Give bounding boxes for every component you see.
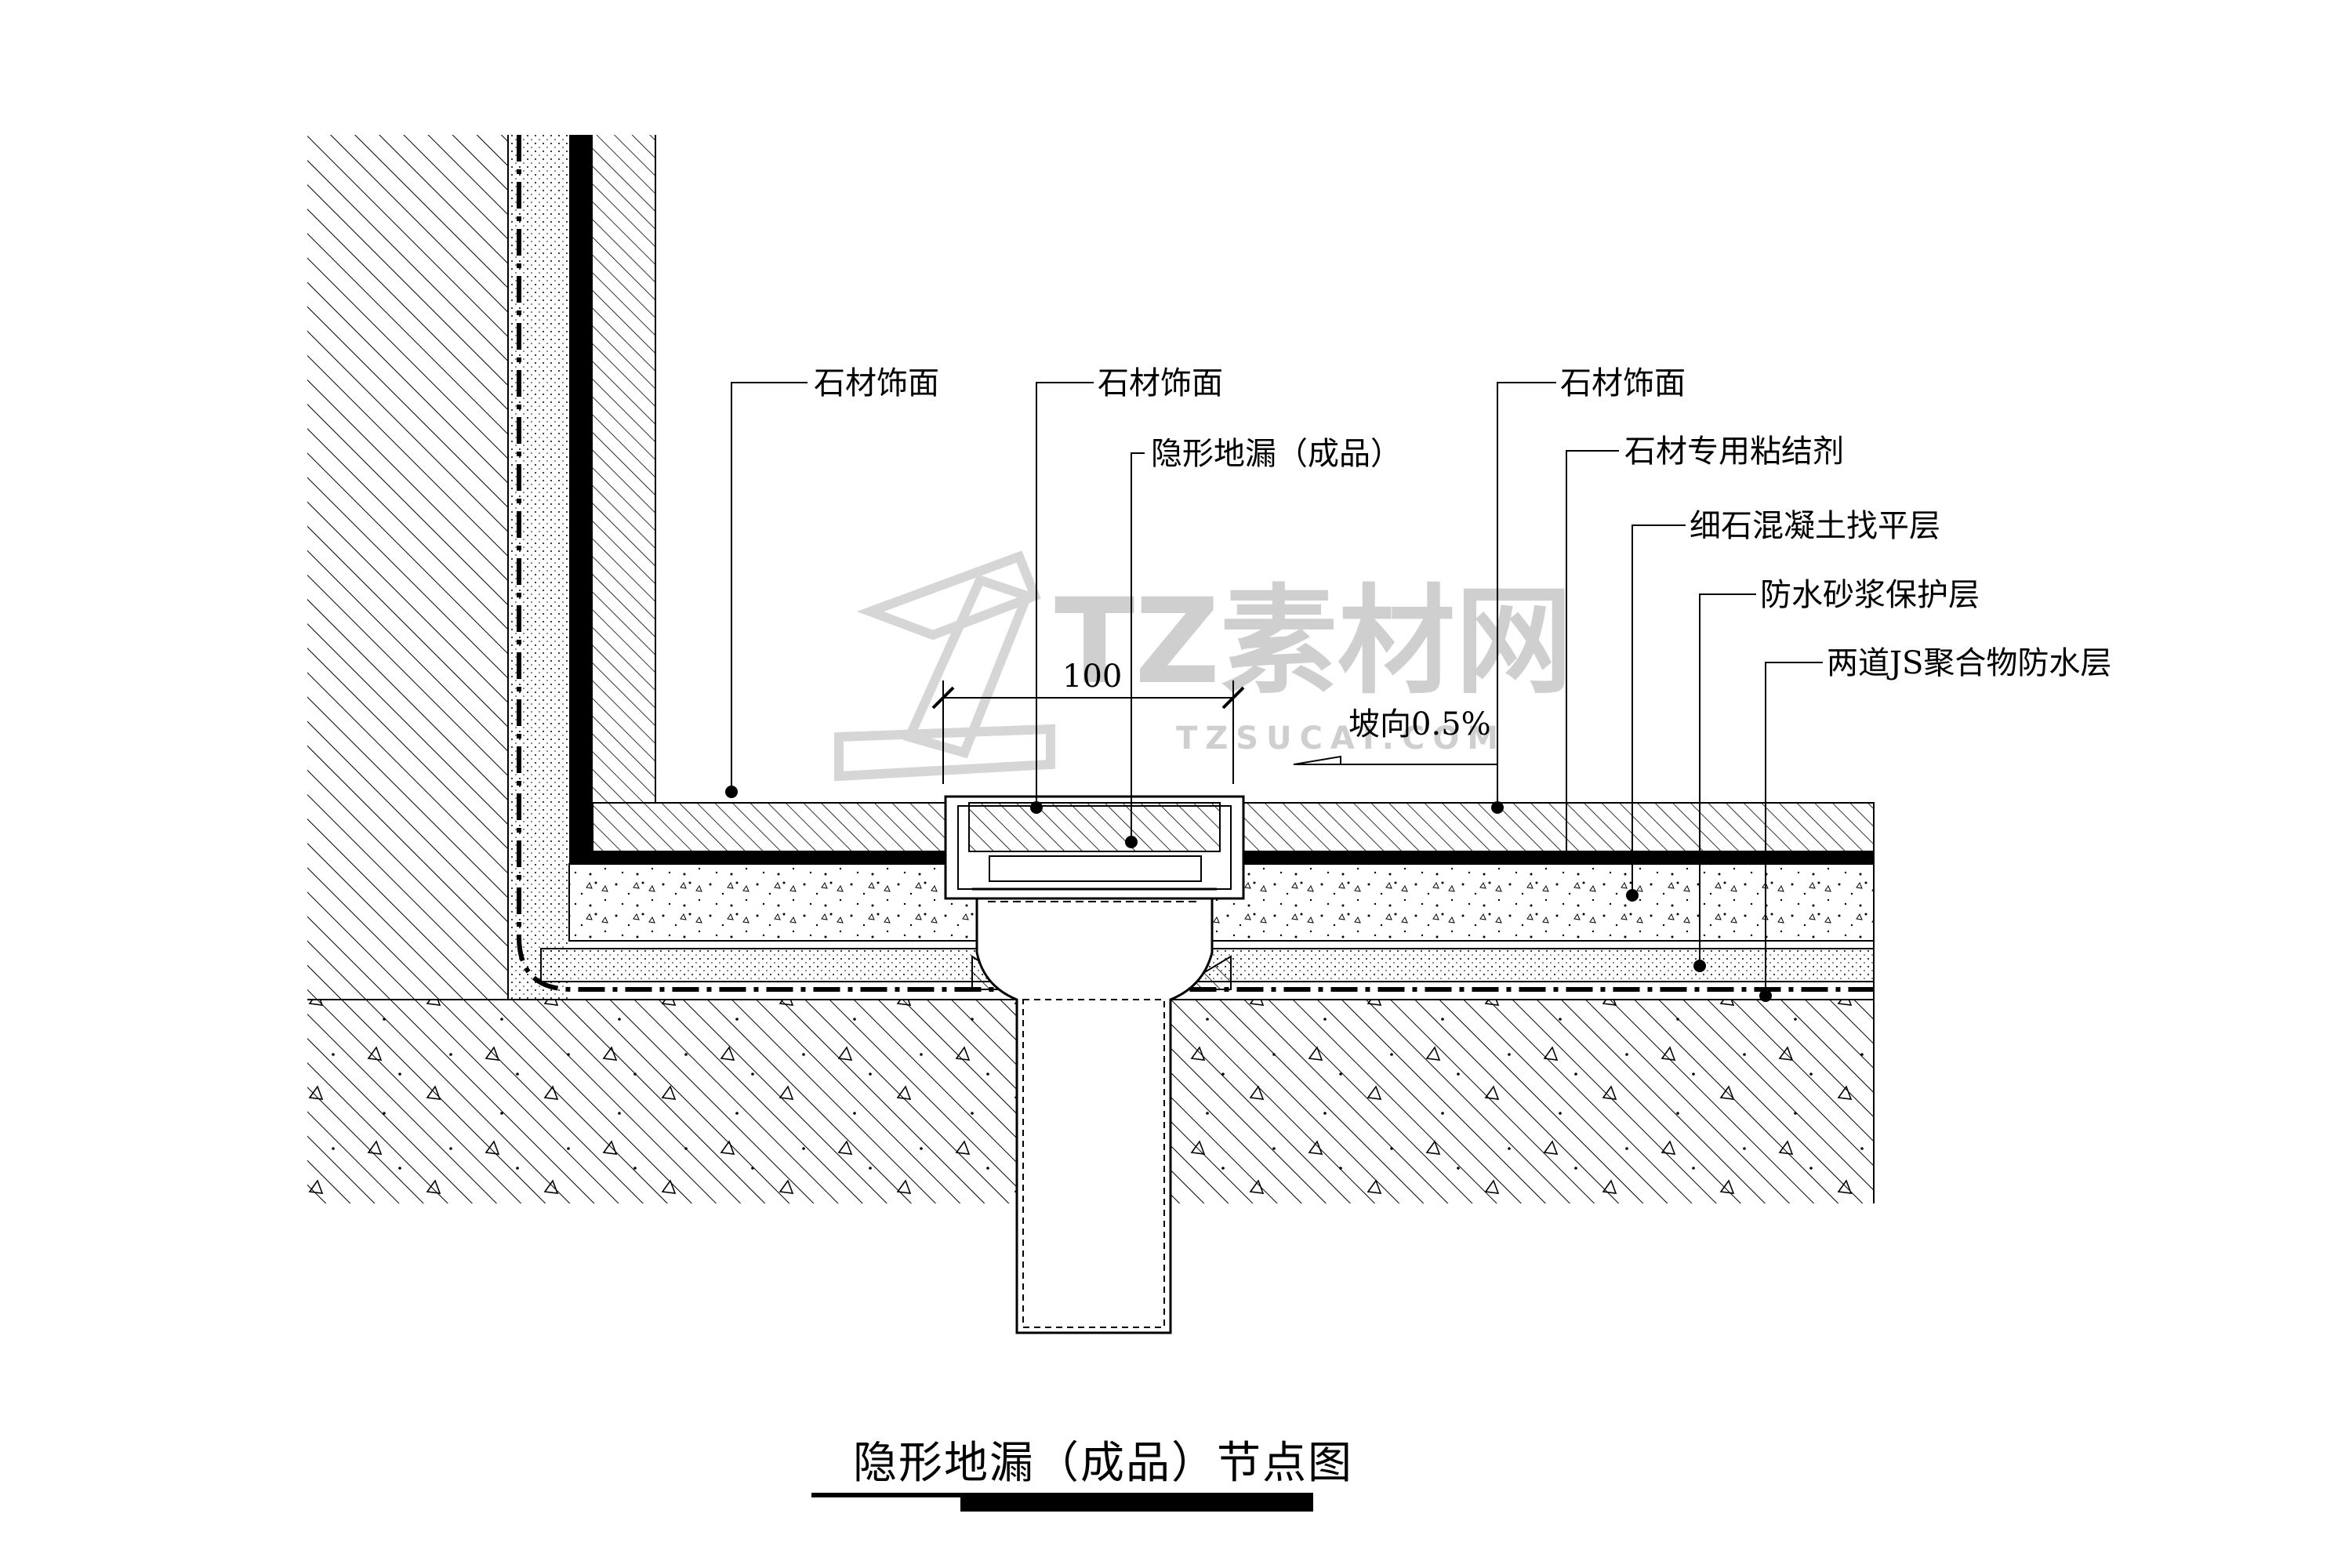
slope-text: 坡向0.5% xyxy=(1348,706,1491,742)
floor-concrete-screed-right xyxy=(1211,863,1875,942)
floor-stone-finish-left xyxy=(592,802,946,852)
label-fine-concrete: 细石混凝土找平层 xyxy=(1690,508,1940,544)
label-stone-adhesive: 石材专用粘结剂 xyxy=(1624,434,1844,470)
label-stone-finish-1: 石材饰面 xyxy=(814,365,939,401)
callout-hidden-drain: 隐形地漏（成品） xyxy=(1125,436,1402,848)
label-stone-finish-3: 石材饰面 xyxy=(1560,365,1686,401)
watermark: TZ素材网 TZSUCAI.COM xyxy=(834,550,1573,782)
label-mortar-protection: 防水砂浆保护层 xyxy=(1760,577,1980,613)
callout-stone-finish-1: 石材饰面 xyxy=(725,365,939,798)
wall-stone-finish xyxy=(593,135,655,803)
hidden-floor-drain xyxy=(944,795,1245,1334)
label-hidden-drain: 隐形地漏（成品） xyxy=(1151,436,1402,472)
structural-slab-left-aggregate xyxy=(307,1000,1017,1203)
floor-mortar-protection-right xyxy=(1175,948,1875,982)
dimension-text: 100 xyxy=(1062,659,1122,695)
callout-mortar-protection: 防水砂浆保护层 xyxy=(1693,577,1980,972)
callout-stone-finish-2: 石材饰面 xyxy=(1030,365,1223,814)
drain-cover-stone xyxy=(968,802,1221,852)
watermark-logo-icon xyxy=(834,550,1055,782)
floor-concrete-screed-left xyxy=(568,863,978,942)
watermark-subtext: TZSUCAI.COM xyxy=(1176,720,1506,757)
label-js-waterproof: 两道JS聚合物防水层 xyxy=(1827,645,2111,681)
wall-waterproof-line xyxy=(517,135,1874,992)
floor-adhesive-left xyxy=(569,851,946,864)
floor-adhesive-right xyxy=(1243,851,1874,864)
floor-mortar-protection-left xyxy=(540,948,1012,982)
title-underline-thick xyxy=(960,1497,1313,1512)
wall-hatch xyxy=(307,135,508,1000)
callout-js-waterproof: 两道JS聚合物防水层 xyxy=(1759,645,2111,1002)
drawing-title-block: 隐形地漏（成品）节点图 xyxy=(811,1438,1353,1512)
slope-indicator: 坡向0.5% xyxy=(1293,706,1497,765)
callout-stone-adhesive: 石材专用粘结剂 xyxy=(1566,434,1844,855)
structural-slab-right-aggregate xyxy=(1171,1000,1874,1203)
floor-stone-finish-right xyxy=(1243,802,1875,852)
callout-fine-concrete: 细石混凝土找平层 xyxy=(1626,508,1940,902)
callout-stone-finish-3: 石材饰面 xyxy=(1491,365,1686,814)
label-stone-finish-2: 石材饰面 xyxy=(1098,365,1223,401)
dimension-100: 100 xyxy=(931,659,1245,784)
drawing-title: 隐形地漏（成品）节点图 xyxy=(853,1438,1353,1489)
watermark-text: TZ素材网 xyxy=(1054,574,1573,710)
wall-adhesive-strip xyxy=(569,135,593,864)
title-underline-thin xyxy=(811,1493,1313,1497)
